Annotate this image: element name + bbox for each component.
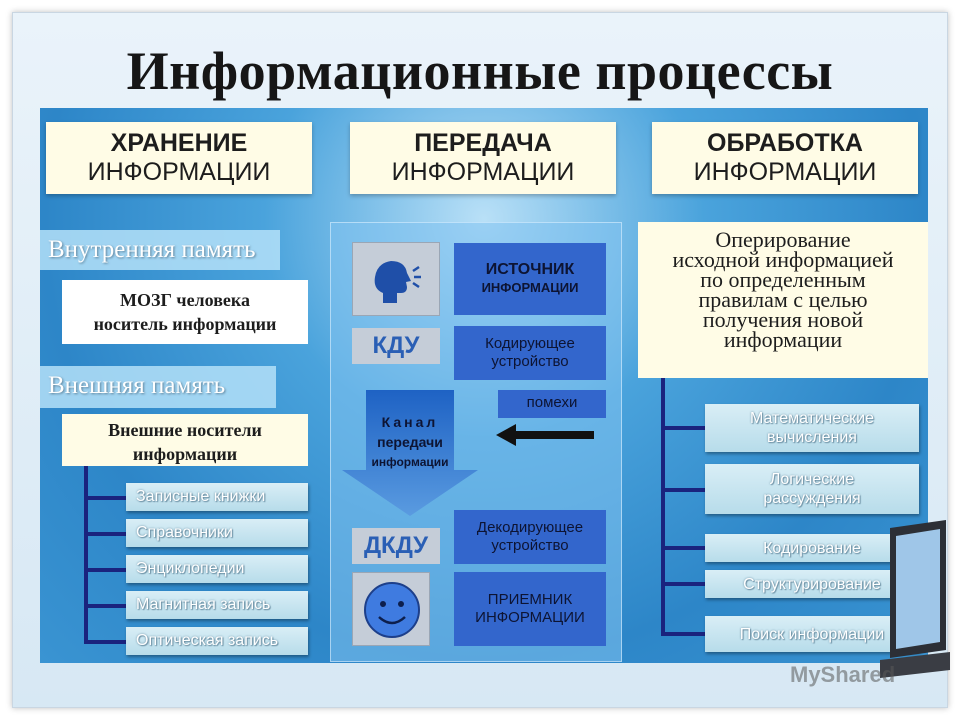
processing-tree-line — [661, 378, 665, 636]
processing-item-line: Логические — [769, 471, 855, 488]
receiver-box: ПРИЕМНИК ИНФОРМАЦИИ — [454, 572, 606, 646]
processing-definition: Оперирование исходной информацией по опр… — [638, 222, 928, 378]
processing-item: Логические рассуждения — [705, 464, 919, 514]
external-desc-line1: Внешние носители — [108, 420, 262, 440]
definition-line: по определенным — [700, 267, 866, 292]
decoder-box: Декодирующее устройство — [454, 510, 606, 564]
header-transfer: ПЕРЕДАЧА ИНФОРМАЦИИ — [350, 122, 616, 194]
processing-branch — [661, 488, 705, 492]
header-processing-line2: ИНФОРМАЦИИ — [693, 158, 877, 186]
speaking-head-icon — [374, 261, 421, 303]
processing-item-line: рассуждения — [763, 490, 861, 507]
internal-desc-line2: носитель информации — [93, 314, 277, 334]
source-box: ИСТОЧНИК ИНФОРМАЦИИ — [454, 243, 606, 315]
processing-item: Кодирование — [705, 534, 919, 562]
left-arrow-icon — [496, 424, 594, 446]
storage-item: Справочники — [126, 519, 308, 547]
encoder-line1: Кодирующее — [485, 335, 575, 352]
processing-item: Структурирование — [705, 570, 919, 598]
channel-line2: передачи — [377, 434, 443, 450]
header-storage: ХРАНЕНИЕ ИНФОРМАЦИИ — [46, 122, 312, 194]
storage-branch — [84, 496, 126, 500]
storage-item: Магнитная запись — [126, 591, 308, 619]
storage-item: Оптическая запись — [126, 627, 308, 655]
processing-item: Поиск информации — [705, 616, 919, 652]
noise-box: помехи — [498, 390, 606, 418]
down-arrow-icon — [342, 390, 478, 516]
internal-desc-line1: МОЗГ человека — [119, 290, 251, 310]
storage-branch — [84, 640, 126, 644]
channel-line1: Канал — [381, 414, 439, 430]
decoder-line1: Декодирующее — [476, 519, 584, 536]
speaker-tile — [352, 242, 440, 316]
smiley-face-icon — [364, 582, 420, 638]
encoder-box: Кодирующее устройство — [454, 326, 606, 380]
source-line1: ИСТОЧНИК — [485, 261, 575, 278]
header-processing: ОБРАБОТКА ИНФОРМАЦИИ — [652, 122, 918, 194]
processing-item-line: вычисления — [767, 429, 857, 446]
watermark: MyShared — [790, 662, 896, 687]
storage-tree-line — [84, 466, 88, 642]
storage-branch — [84, 604, 126, 608]
external-memory-desc: Внешние носители информации — [62, 414, 308, 466]
storage-branch — [84, 532, 126, 536]
definition-line: получения новой — [702, 307, 864, 332]
processing-branch — [661, 426, 705, 430]
processing-item: Математические вычисления — [705, 404, 919, 452]
header-transfer-line1: ПЕРЕДАЧА — [414, 129, 552, 157]
header-storage-line2: ИНФОРМАЦИИ — [87, 158, 271, 186]
processing-branch — [661, 632, 705, 636]
internal-memory-desc: МОЗГ человека носитель информации — [62, 280, 308, 344]
header-transfer-line2: ИНФОРМАЦИИ — [391, 158, 575, 186]
decoder-line2: устройство — [491, 537, 569, 554]
source-line2: ИНФОРМАЦИИ — [481, 280, 579, 295]
definition-line: правилам с целью — [698, 287, 868, 312]
receiver-line1: ПРИЕМНИК — [487, 591, 573, 608]
receiver-tile — [352, 572, 430, 646]
header-processing-line1: ОБРАБОТКА — [707, 129, 863, 157]
storage-branch — [84, 568, 126, 572]
storage-item: Энциклопедии — [126, 555, 308, 583]
dkdu-label: ДКДУ — [352, 528, 440, 564]
processing-item-line: Математические — [750, 410, 874, 427]
internal-memory-label: Внутренняя память — [40, 230, 280, 270]
page-title: Информационные процессы — [126, 41, 834, 101]
storage-item: Записные книжки — [126, 483, 308, 511]
definition-line: Оперирование — [715, 227, 851, 252]
external-desc-line2: информации — [132, 444, 238, 464]
laptop-icon — [880, 520, 950, 678]
header-storage-line1: ХРАНЕНИЕ — [110, 129, 248, 157]
definition-line: информации — [723, 327, 843, 352]
kdu-label: КДУ — [352, 328, 440, 364]
external-memory-label: Внешняя память — [40, 366, 276, 408]
processing-branch — [661, 582, 705, 586]
receiver-line2: ИНФОРМАЦИИ — [475, 609, 585, 626]
encoder-line2: устройство — [491, 353, 569, 370]
channel-line3: информации — [371, 455, 449, 469]
processing-branch — [661, 546, 705, 550]
channel-label: Канал передачи информации — [362, 412, 458, 472]
definition-line: исходной информацией — [672, 247, 894, 272]
